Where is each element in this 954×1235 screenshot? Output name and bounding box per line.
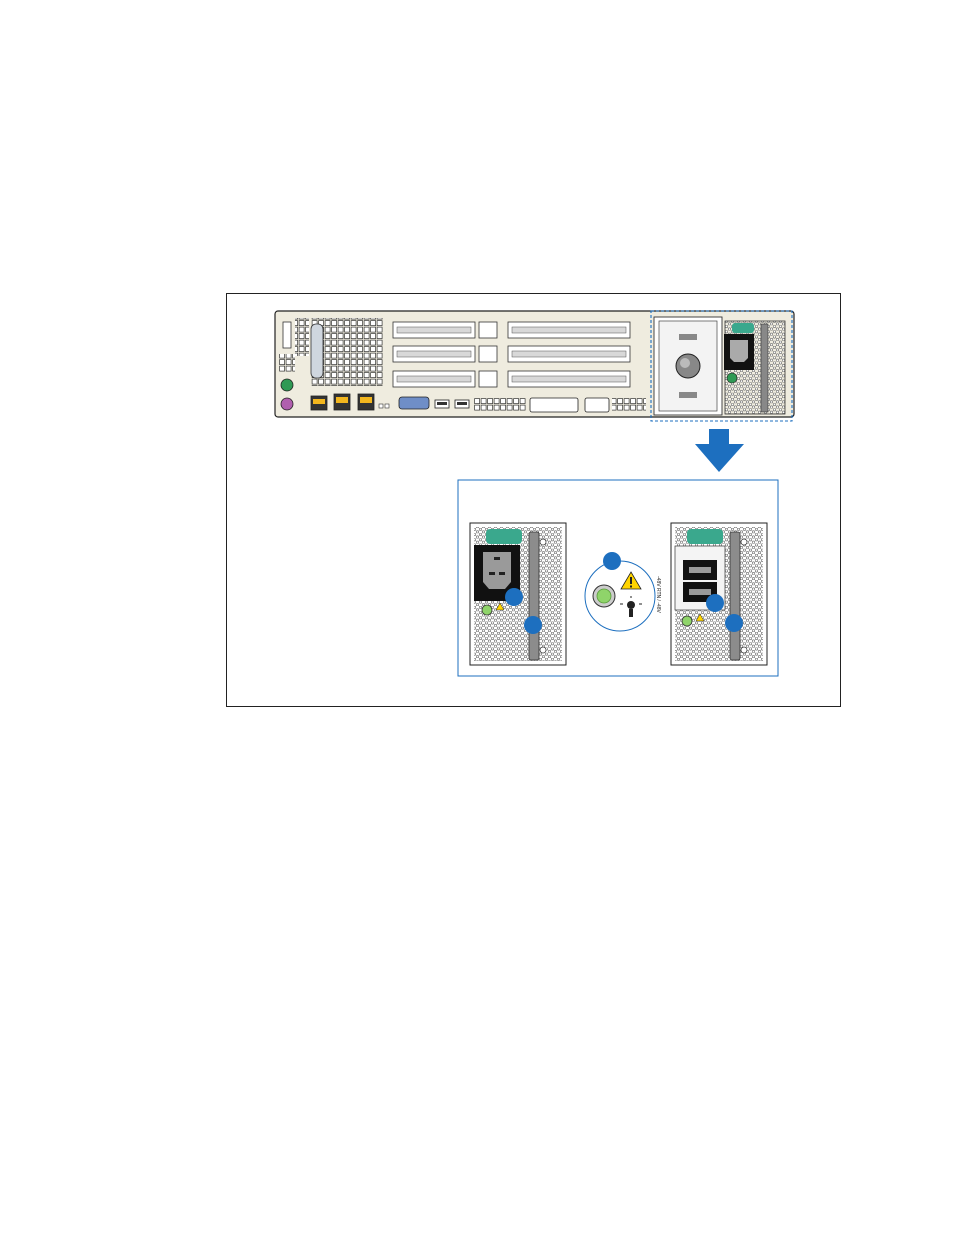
lightbulb-icon [627, 601, 635, 609]
server-rear-diagram [227, 294, 840, 706]
dc-connector-label: -48V RTN / -48V [655, 576, 661, 632]
vga-port [399, 397, 429, 409]
callout-led [603, 552, 621, 570]
pci-slots [393, 322, 630, 387]
callout-ac-handle [524, 616, 542, 634]
arrow-down-icon [695, 429, 744, 472]
server-chassis [275, 311, 794, 421]
psu-bay [654, 317, 785, 415]
callout-dc-connector [706, 594, 724, 612]
ps2-keyboard-port [281, 398, 293, 410]
led-detail [585, 561, 655, 631]
callout-dc-handle [725, 614, 743, 632]
figure-frame: -48V RTN / -48V [226, 293, 841, 707]
ps2-mouse-port [281, 379, 293, 391]
callout-ac-connector [505, 588, 523, 606]
